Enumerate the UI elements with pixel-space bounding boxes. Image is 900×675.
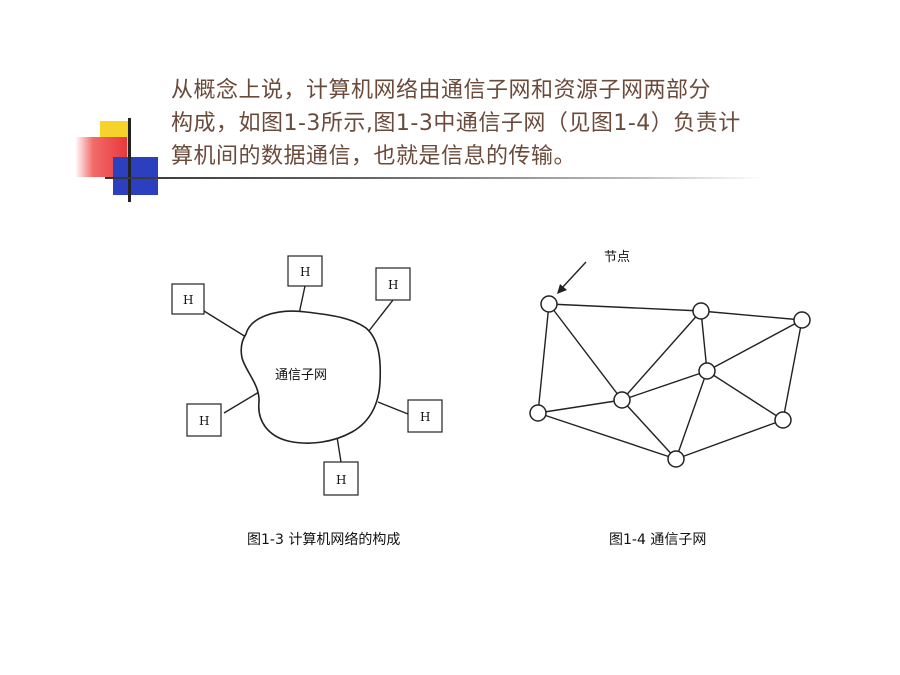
node-pointer-arrow bbox=[560, 261, 587, 290]
node bbox=[692, 302, 710, 320]
edge bbox=[537, 412, 677, 460]
edge bbox=[706, 370, 784, 421]
link-host-top bbox=[298, 285, 306, 315]
edge bbox=[700, 310, 708, 372]
intro-paragraph: 从概念上说，计算机网络由通信子网和资源子网两部分 构成，如图1-3所示,图1-3… bbox=[171, 74, 801, 173]
decor-blue-square bbox=[113, 157, 158, 195]
arrow-head-icon bbox=[557, 284, 567, 294]
intro-line-2: 构成，如图1-3所示,图1-3中通信子网（见图1-4）负责计 bbox=[171, 111, 741, 136]
link-host-right bbox=[377, 401, 409, 415]
node bbox=[613, 391, 631, 409]
edge bbox=[548, 303, 702, 312]
node-label: 节点 bbox=[604, 250, 630, 265]
node bbox=[529, 404, 547, 422]
link-host-bottom bbox=[336, 436, 342, 463]
node bbox=[698, 362, 716, 380]
link-host-top-right bbox=[364, 299, 394, 337]
intro-line-1: 从概念上说，计算机网络由通信子网和资源子网两部分 bbox=[171, 78, 712, 103]
edge bbox=[621, 399, 677, 460]
host-box-left-bottom bbox=[186, 403, 222, 437]
host-box-left-top bbox=[171, 283, 205, 315]
node bbox=[774, 411, 792, 429]
host-box-right bbox=[407, 399, 443, 433]
edge bbox=[782, 319, 803, 421]
host-label: H bbox=[388, 278, 398, 292]
edge bbox=[675, 419, 784, 460]
edge bbox=[537, 399, 623, 414]
figure-1-3: 通信子网 H H H H H H 图1-3 计算机网络的构成 bbox=[171, 255, 443, 548]
intro-line-3: 算机间的数据通信，也就是信息的传输。 bbox=[171, 144, 577, 169]
host-label: H bbox=[420, 410, 430, 424]
figure-1-4: 节点 图1-4 通信子网 bbox=[529, 250, 811, 548]
host-box-bottom bbox=[323, 461, 359, 496]
node bbox=[540, 295, 558, 313]
decor-horizontal-rule bbox=[105, 177, 765, 179]
link-host-left-bottom bbox=[223, 391, 260, 414]
edge bbox=[621, 310, 702, 401]
host-label: H bbox=[199, 414, 209, 428]
edge bbox=[700, 310, 803, 321]
cloud-label: 通信子网 bbox=[275, 368, 327, 383]
host-label: H bbox=[183, 293, 193, 307]
host-label: H bbox=[336, 473, 346, 487]
decor-vertical-line bbox=[128, 118, 131, 202]
host-box-top-right bbox=[375, 267, 411, 301]
edge bbox=[706, 319, 803, 372]
edge bbox=[548, 303, 623, 401]
host-box-top bbox=[287, 255, 323, 287]
communication-subnet-cloud bbox=[240, 310, 382, 444]
node bbox=[793, 311, 811, 329]
link-host-left-top bbox=[203, 310, 247, 338]
edge bbox=[675, 370, 708, 460]
figure-1-4-caption: 图1-4 通信子网 bbox=[609, 532, 706, 548]
figure-1-3-caption: 图1-3 计算机网络的构成 bbox=[247, 532, 400, 548]
node bbox=[667, 450, 685, 468]
edge bbox=[621, 370, 708, 401]
edge bbox=[537, 303, 550, 414]
host-label: H bbox=[300, 265, 310, 279]
